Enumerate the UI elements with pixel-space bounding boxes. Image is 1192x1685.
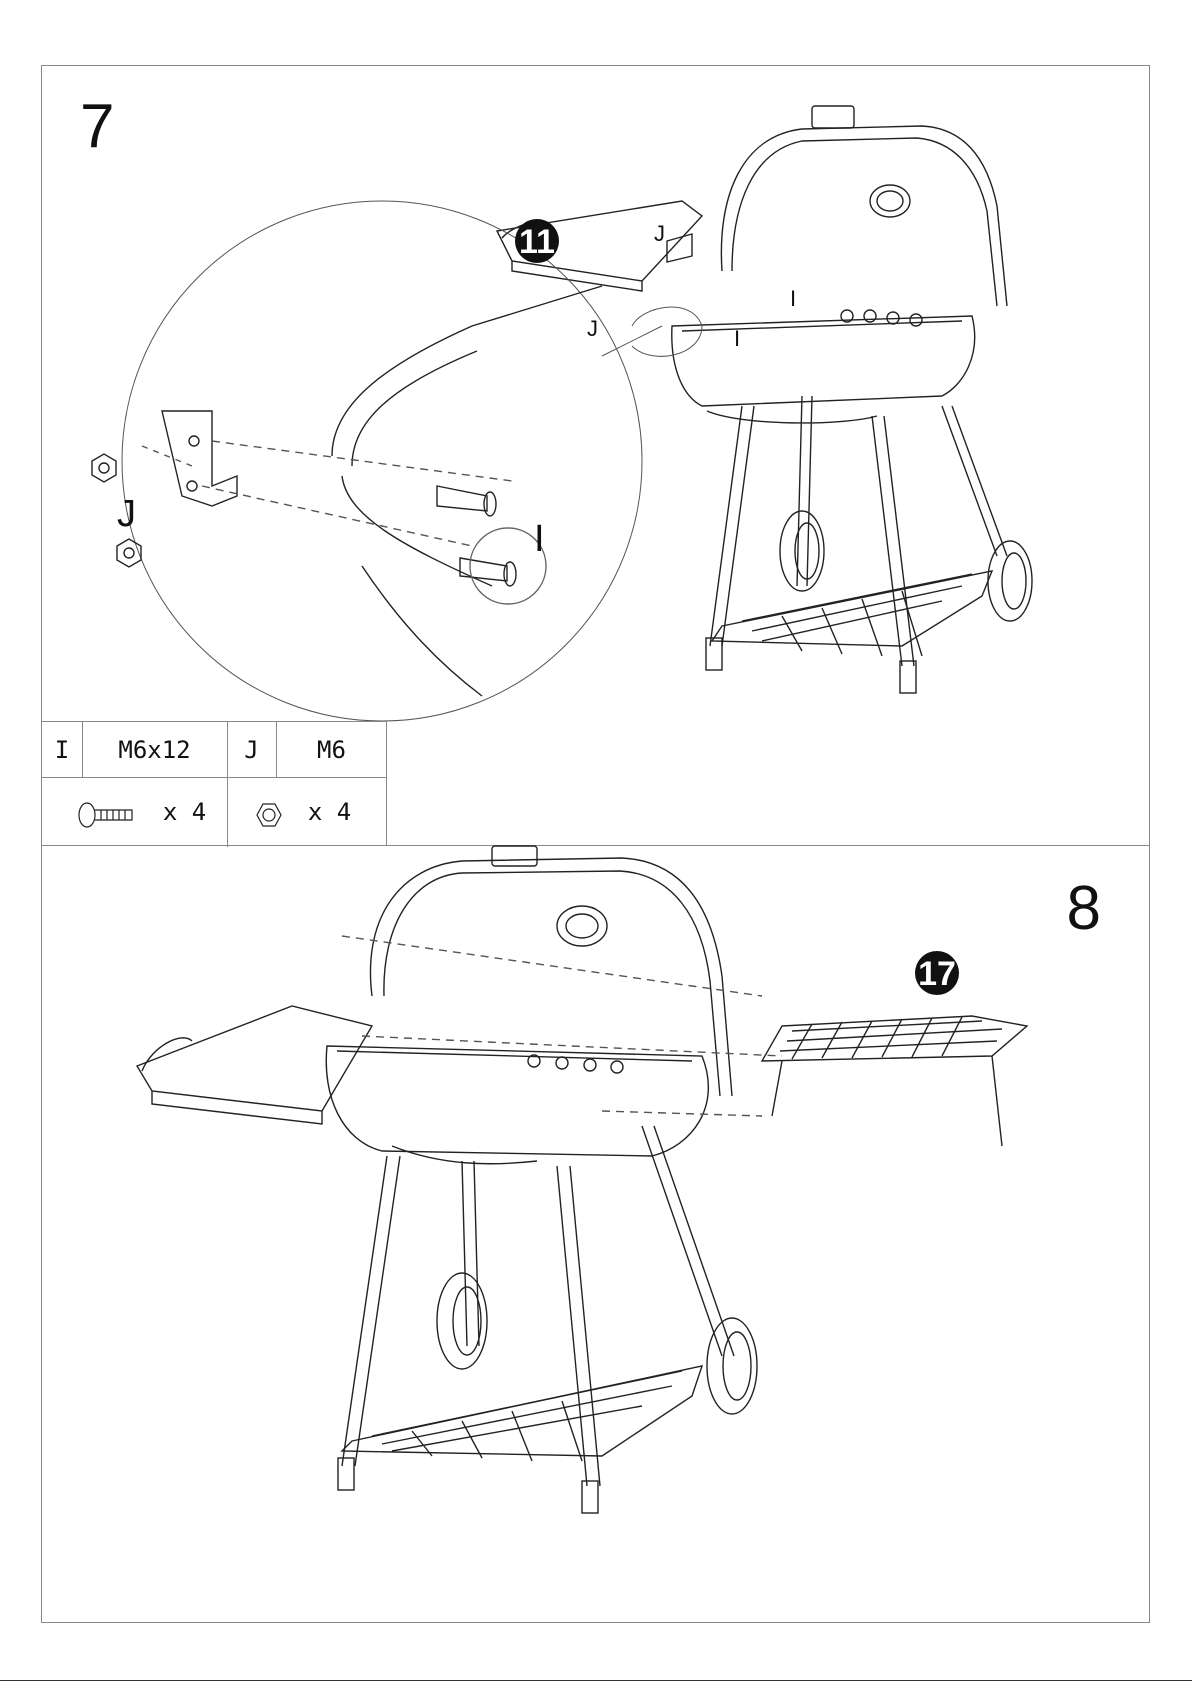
part-spec: M6: [276, 722, 387, 777]
part-qty: x 4: [142, 777, 227, 847]
callout-j: J: [654, 221, 665, 246]
callout-i-large: I: [534, 518, 545, 560]
leg: [710, 406, 742, 646]
leg-foot: [706, 638, 722, 670]
cooking-grate: [762, 1016, 1027, 1061]
page-bottom-rule: [0, 1680, 1192, 1681]
parts-table: I M6x12 J M6 x 4 x 4: [42, 721, 387, 846]
bottom-grate: [342, 1366, 702, 1456]
callout-i: I: [734, 326, 740, 351]
thermometer-icon: [870, 185, 910, 217]
nut: [92, 454, 116, 482]
bracket: [162, 411, 237, 506]
leg: [342, 1156, 387, 1466]
callout-j: J: [587, 316, 598, 341]
leg-foot: [338, 1458, 354, 1490]
lid-handle: [492, 846, 537, 866]
part-code: I: [42, 722, 82, 777]
part-code: J: [227, 722, 276, 777]
step-7-panel: 7: [41, 65, 1150, 845]
nut-icon: [254, 800, 284, 830]
wheel: [780, 511, 824, 591]
part-badge-label: 11: [519, 223, 555, 261]
part-spec: M6x12: [82, 722, 227, 777]
bowl-rim: [332, 286, 602, 456]
wheel: [437, 1273, 487, 1369]
step-8-panel: 8: [41, 845, 1150, 1623]
part-qty: x 4: [287, 777, 372, 847]
grill-lid: [721, 126, 1007, 306]
lid-handle: [812, 106, 854, 128]
bottom-grate: [712, 571, 992, 646]
grill-bowl: [326, 1046, 708, 1156]
step-8-illustration: 17: [42, 846, 1151, 1624]
bolt-icon: [77, 800, 137, 830]
thermometer-icon: [557, 906, 607, 946]
part-badge-label: 17: [918, 955, 956, 993]
side-shelf: [137, 1006, 372, 1111]
callout-j-large: J: [117, 493, 136, 535]
callout-i: I: [790, 286, 796, 311]
bolt: [437, 486, 487, 511]
